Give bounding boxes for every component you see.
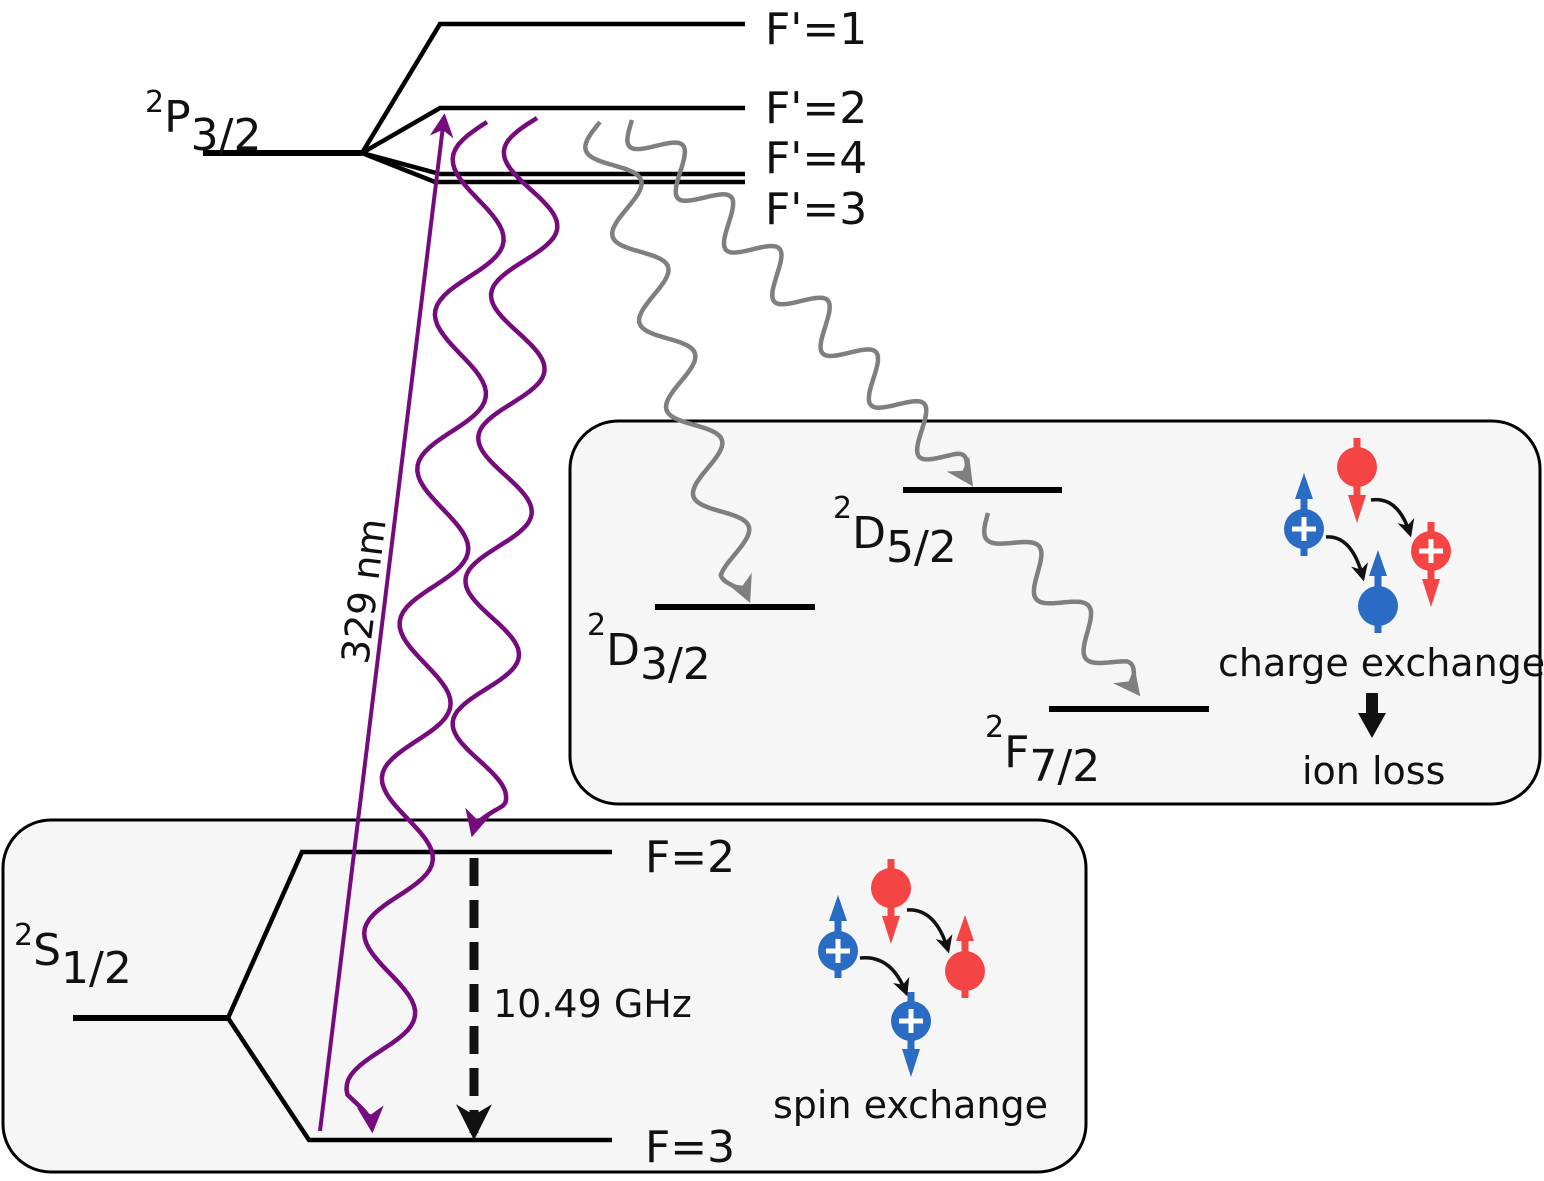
label-f-2: F=2 xyxy=(645,832,735,883)
spin-down-arrow-icon xyxy=(1348,495,1366,523)
p32-term-label: 2P3/2 xyxy=(145,85,261,161)
decay-wave-to-d32 xyxy=(583,120,752,603)
charge-exchange-label: charge exchange xyxy=(1218,641,1544,685)
label-f-prime-2: F'=2 xyxy=(765,83,867,134)
s12-connector-f2 xyxy=(225,849,612,1019)
spin-exchange-arrow-red xyxy=(906,908,953,954)
s12-term-label: 2S1/2 xyxy=(14,918,132,994)
d32-term-multiplicity: 2 xyxy=(587,608,606,643)
p32-connector-f4 xyxy=(361,150,745,177)
charge-exchange-arrow-red xyxy=(1370,497,1415,538)
spin-up-arrow-icon xyxy=(1369,550,1387,576)
label-f-3: F=3 xyxy=(645,1122,735,1173)
decay-wave-to-d52 xyxy=(625,119,973,487)
p32-connector-f2 xyxy=(360,105,745,155)
d52-term-multiplicity: 2 xyxy=(833,491,852,526)
red-atom-spin-down-before xyxy=(871,859,911,944)
f72-term-label: 2F7/2 xyxy=(985,710,1100,792)
s12-connector-f3 xyxy=(226,1016,612,1143)
laser-excitation-arrow xyxy=(318,113,454,1132)
decay-wave-d52-to-f72 xyxy=(982,512,1141,697)
s12-term-j: 1/2 xyxy=(61,943,132,994)
spin-exchange-illustration xyxy=(818,859,985,1077)
spin-down-arrow-icon xyxy=(1422,579,1440,607)
p32-term-j: 3/2 xyxy=(191,110,262,161)
hyperfine-splitting-label: 10.49 GHz xyxy=(493,982,692,1026)
s12-term-multiplicity: 2 xyxy=(14,918,33,953)
spin-up-arrow-icon xyxy=(829,895,847,921)
decay-wave-to-f2 xyxy=(450,116,560,838)
ion-loss-label: ion loss xyxy=(1302,749,1445,793)
d52-term-label: 2D5/2 xyxy=(833,491,957,573)
d52-term-letter: D xyxy=(852,508,886,559)
f72-term-multiplicity: 2 xyxy=(985,710,1004,745)
spin-exchange-arrow-blue xyxy=(859,955,910,997)
spin-down-arrow-icon xyxy=(902,1049,920,1077)
p32-manifold xyxy=(203,21,745,185)
spin-exchange-label: spin exchange xyxy=(773,1083,1048,1127)
blue-ion-before-charge-exchange xyxy=(1284,473,1324,556)
blue-ion-spin-down-after xyxy=(891,992,931,1077)
d32-term-j: 3/2 xyxy=(640,639,711,690)
charge-exchange-arrow-blue xyxy=(1325,535,1369,582)
p32-term-multiplicity: 2 xyxy=(145,85,164,120)
red-atom-before-charge-exchange xyxy=(1337,438,1377,523)
decay-wave-to-f3 xyxy=(344,120,506,1134)
d52-term-j: 5/2 xyxy=(886,522,957,573)
f72-term-j: 7/2 xyxy=(1029,741,1100,792)
red-atom-spin-up-after xyxy=(945,915,985,998)
blue-atom-after-charge-exchange xyxy=(1358,550,1398,633)
d32-term-label: 2D3/2 xyxy=(587,608,711,690)
spin-down-arrow-icon xyxy=(882,916,900,944)
s12-manifold xyxy=(73,849,612,1143)
red-ion-after-charge-exchange xyxy=(1411,522,1451,607)
label-f-prime-4: F'=4 xyxy=(765,133,867,184)
s12-term-letter: S xyxy=(33,925,61,976)
spin-up-arrow-icon xyxy=(1295,473,1313,499)
label-f-prime-1: F'=1 xyxy=(765,4,867,55)
laser-wavelength-label: 329 nm xyxy=(333,516,394,666)
d32-term-letter: D xyxy=(606,625,640,676)
p32-term-letter: P xyxy=(164,92,191,143)
blue-ion-spin-up-before xyxy=(818,895,858,978)
label-f-prime-3: F'=3 xyxy=(765,184,867,235)
spin-up-arrow-icon xyxy=(956,915,974,941)
p32-connector-f1 xyxy=(360,21,745,155)
ion-loss-arrow-icon xyxy=(1358,693,1386,738)
spontaneous-decay-paths xyxy=(344,116,1141,1134)
f72-term-letter: F xyxy=(1004,727,1029,778)
charge-exchange-illustration xyxy=(1284,438,1451,633)
